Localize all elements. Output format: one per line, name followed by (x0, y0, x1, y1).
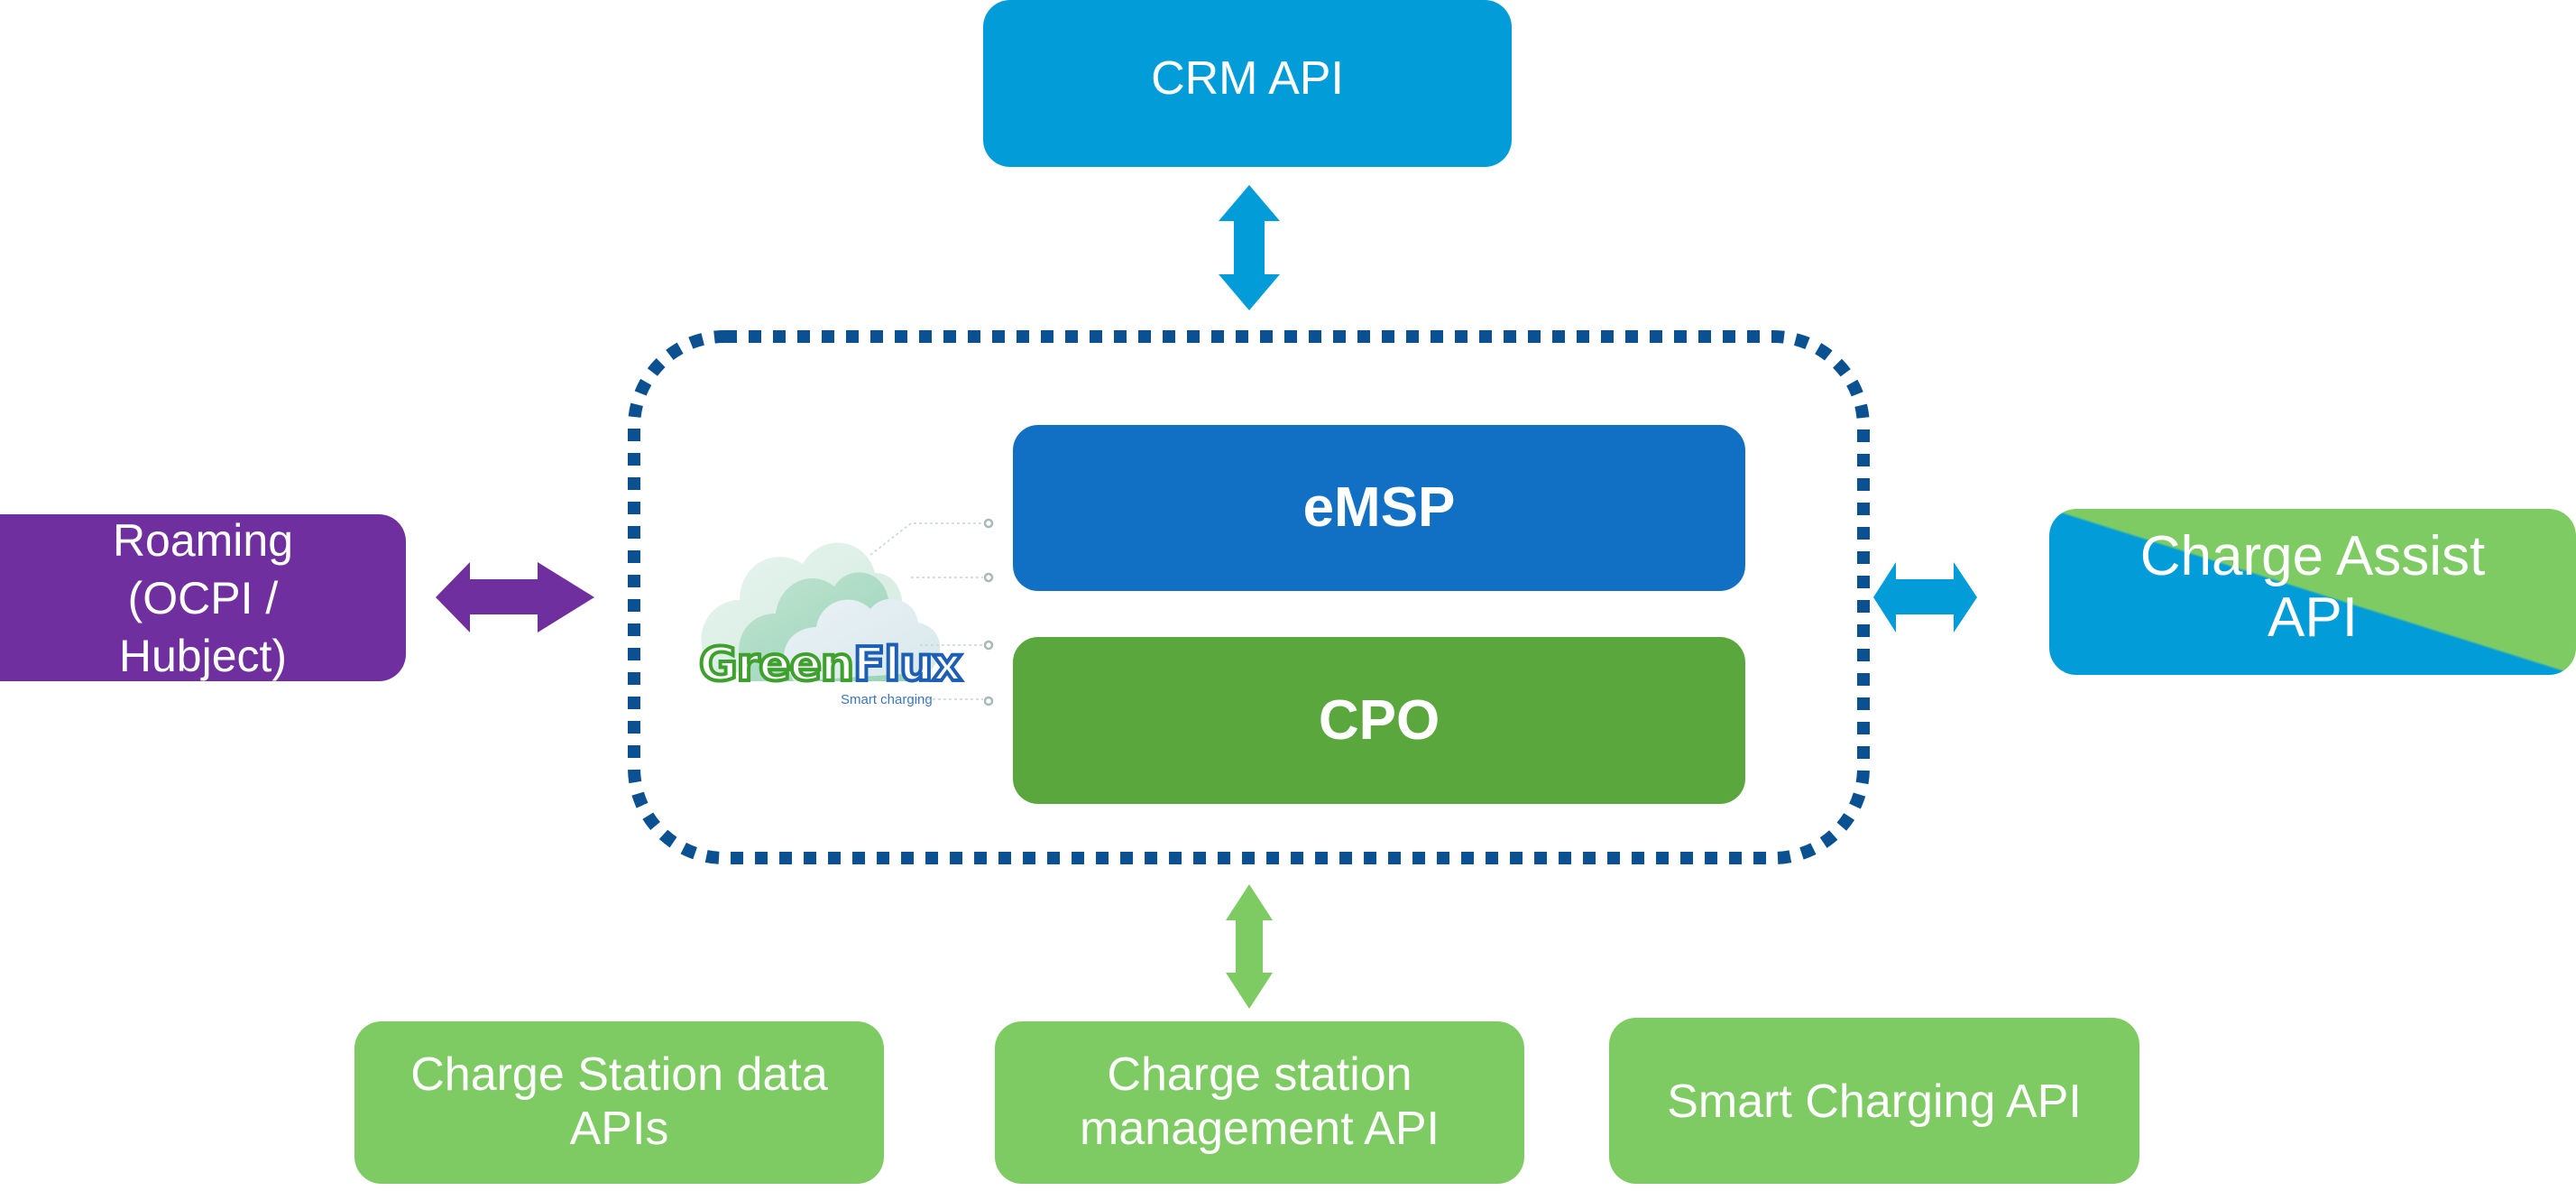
logo-tagline: Smart charging (841, 692, 933, 707)
crm-api-node: CRM API (983, 0, 1512, 167)
platform-boundary (628, 330, 1870, 864)
cpo-label: CPO (1318, 688, 1440, 752)
charge-assist-arrow (1873, 562, 1977, 632)
roaming-node: Roaming (OCPI / Hubject) (0, 514, 406, 681)
logo-wordmark-green: Green (697, 636, 856, 694)
charge-station-data-apis-node: Charge Station data APIs (354, 1021, 884, 1184)
charge-station-management-api-label: Charge station management API (1080, 1048, 1440, 1155)
charge-station-data-apis-label: Charge Station data APIs (410, 1048, 828, 1155)
charge-assist-api-label: Charge Assist API (2139, 524, 2486, 649)
charge-station-management-api-node: Charge station management API (995, 1021, 1524, 1184)
roaming-arrow (436, 562, 594, 632)
smart-charging-api-node: Smart Charging API (1609, 1018, 2139, 1184)
crm-arrow (1219, 185, 1280, 310)
emsp-node: eMSP (1013, 425, 1745, 591)
emsp-label: eMSP (1302, 476, 1456, 540)
crm-api-label: CRM API (1151, 51, 1344, 105)
cloud-icon (701, 518, 994, 706)
roaming-label: Roaming (OCPI / Hubject) (112, 514, 294, 681)
smart-charging-api-label: Smart Charging API (1667, 1076, 2082, 1129)
logo-wordmark-flux: Flux (851, 636, 964, 694)
greenflux-logo: GreenFlux Smart charging (685, 501, 1001, 708)
charge-assist-api-node: Charge Assist API (2049, 509, 2576, 675)
logo-wordmark: GreenFlux (697, 636, 964, 694)
cpo-node: CPO (1013, 637, 1745, 804)
charge-station-mgmt-arrow (1226, 884, 1273, 1009)
